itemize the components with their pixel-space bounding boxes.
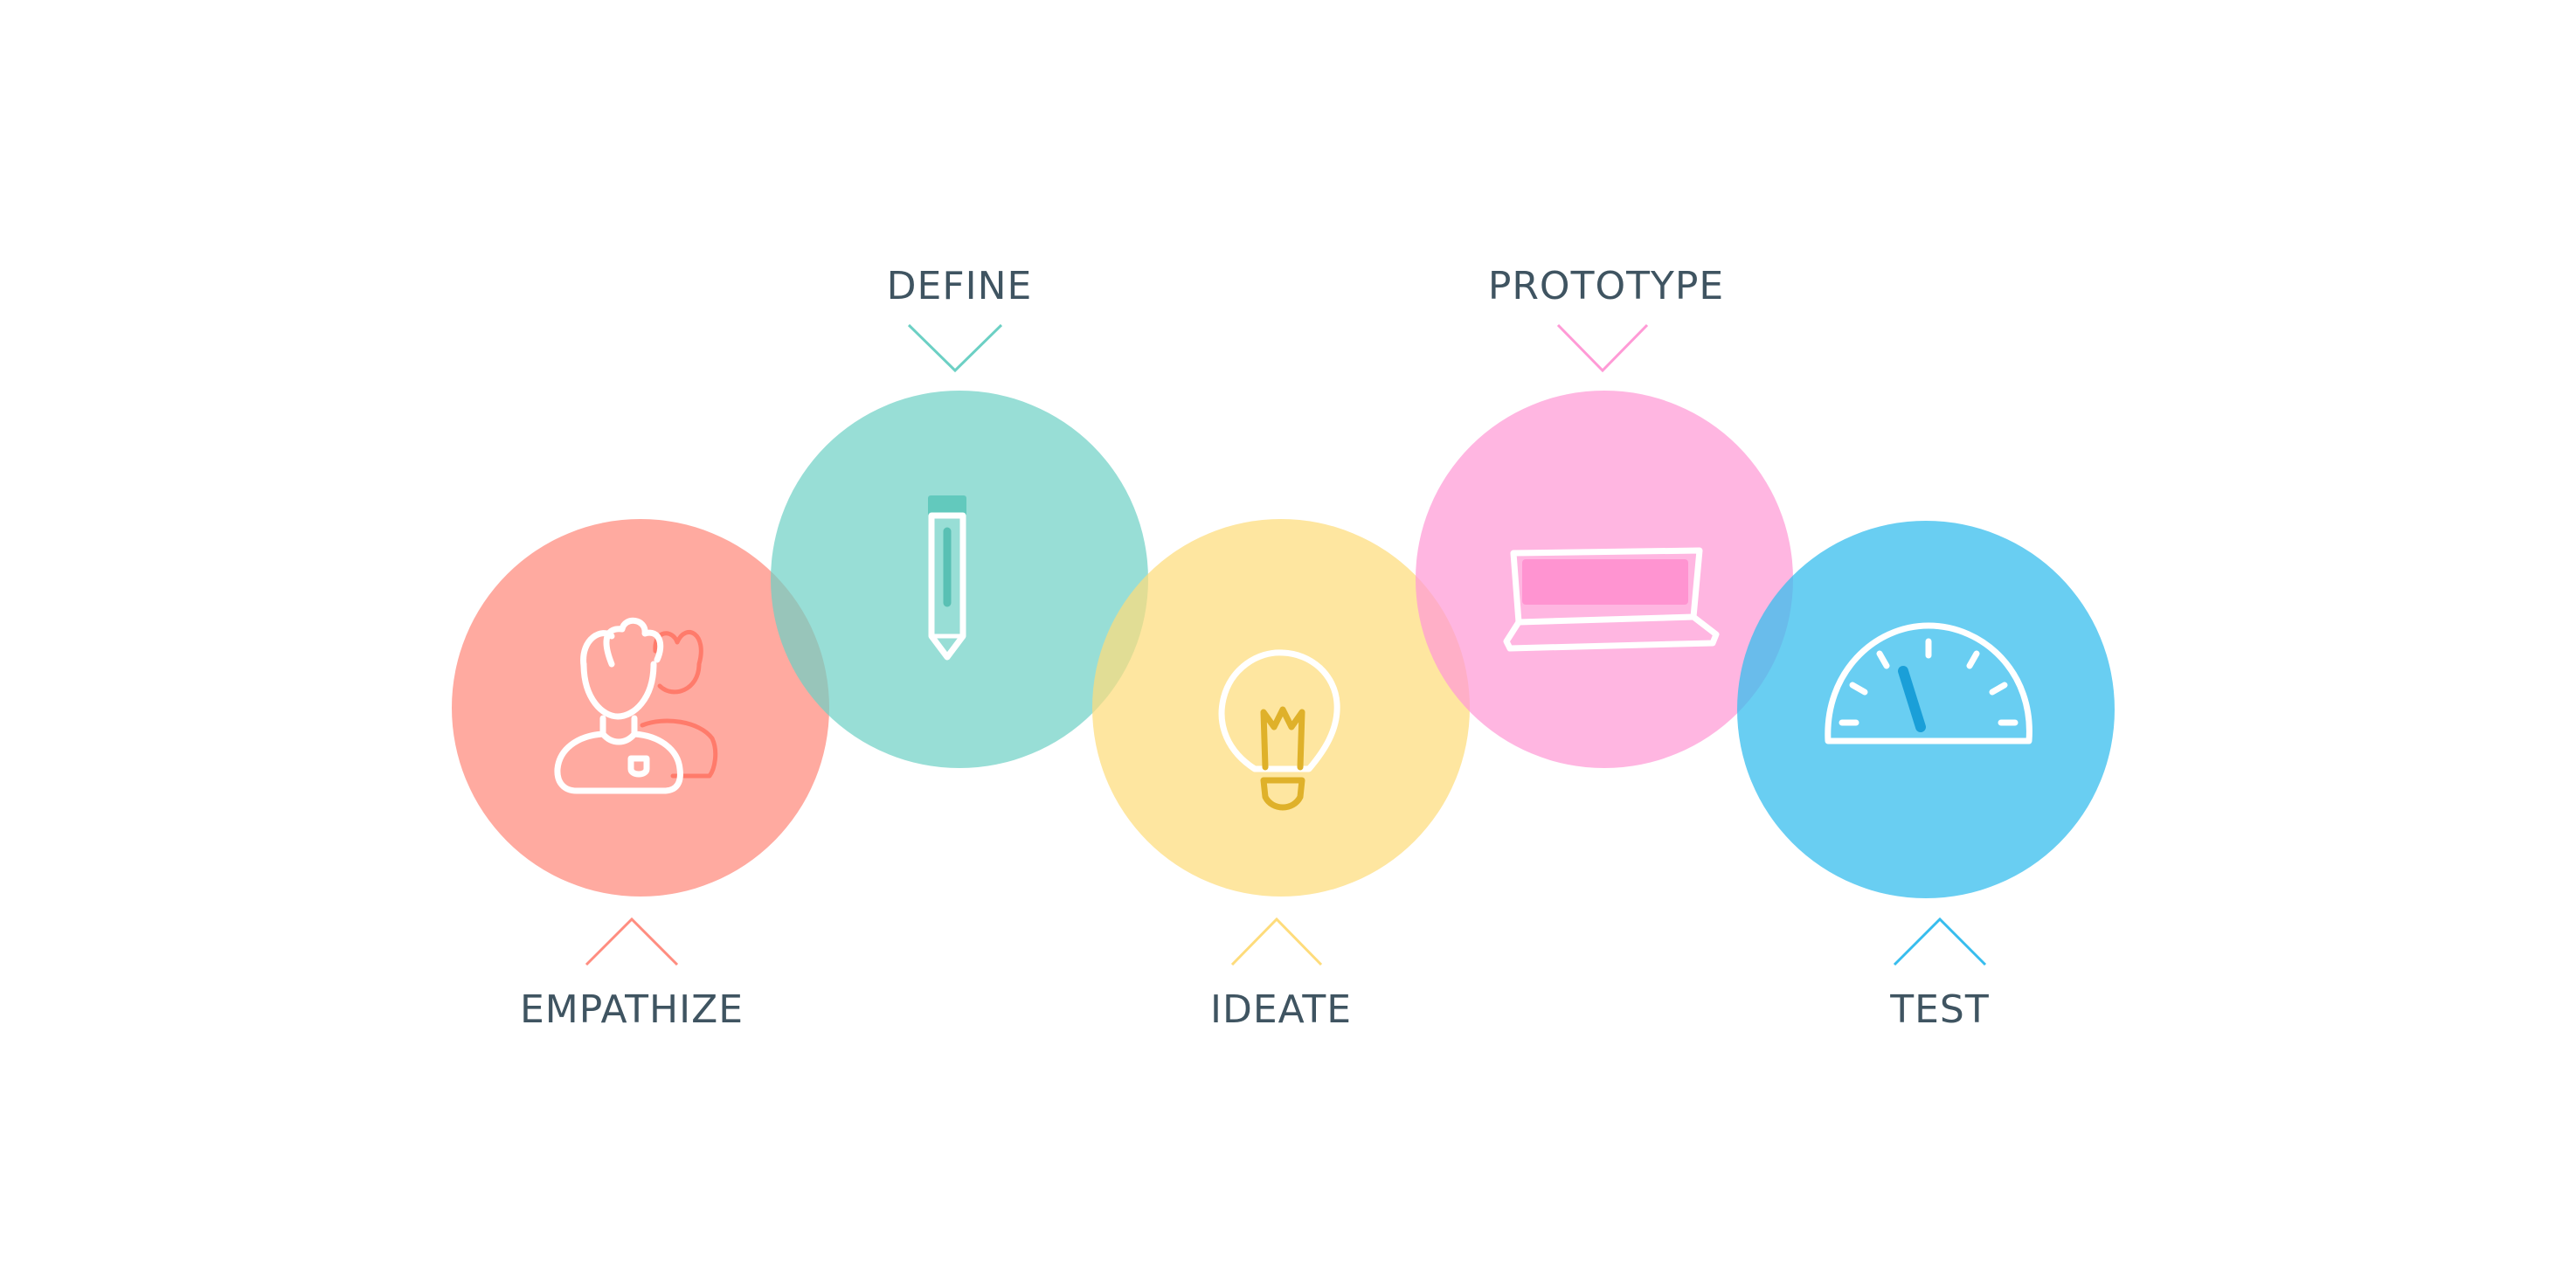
ideate-label: IDEATE bbox=[1210, 987, 1352, 1032]
gauge-icon bbox=[1825, 622, 2032, 744]
ideate-chevron-icon bbox=[1230, 917, 1323, 966]
empathize-label: EMPATHIZE bbox=[520, 987, 744, 1032]
prototype-label: PROTOTYPE bbox=[1488, 264, 1724, 308]
pencil-icon bbox=[928, 495, 966, 661]
empathize-chevron-icon bbox=[585, 917, 679, 966]
prototype-chevron-icon bbox=[1556, 323, 1649, 373]
test-label: TEST bbox=[1889, 987, 1989, 1032]
define-label: DEFINE bbox=[887, 264, 1033, 308]
laptop-icon bbox=[1503, 547, 1720, 652]
define-chevron-icon bbox=[907, 323, 1003, 373]
test-chevron-icon bbox=[1893, 917, 1987, 966]
lightbulb-icon bbox=[1218, 649, 1340, 811]
person-icon bbox=[554, 618, 718, 794]
test-circle bbox=[1737, 521, 2115, 898]
define-circle bbox=[771, 391, 1148, 768]
